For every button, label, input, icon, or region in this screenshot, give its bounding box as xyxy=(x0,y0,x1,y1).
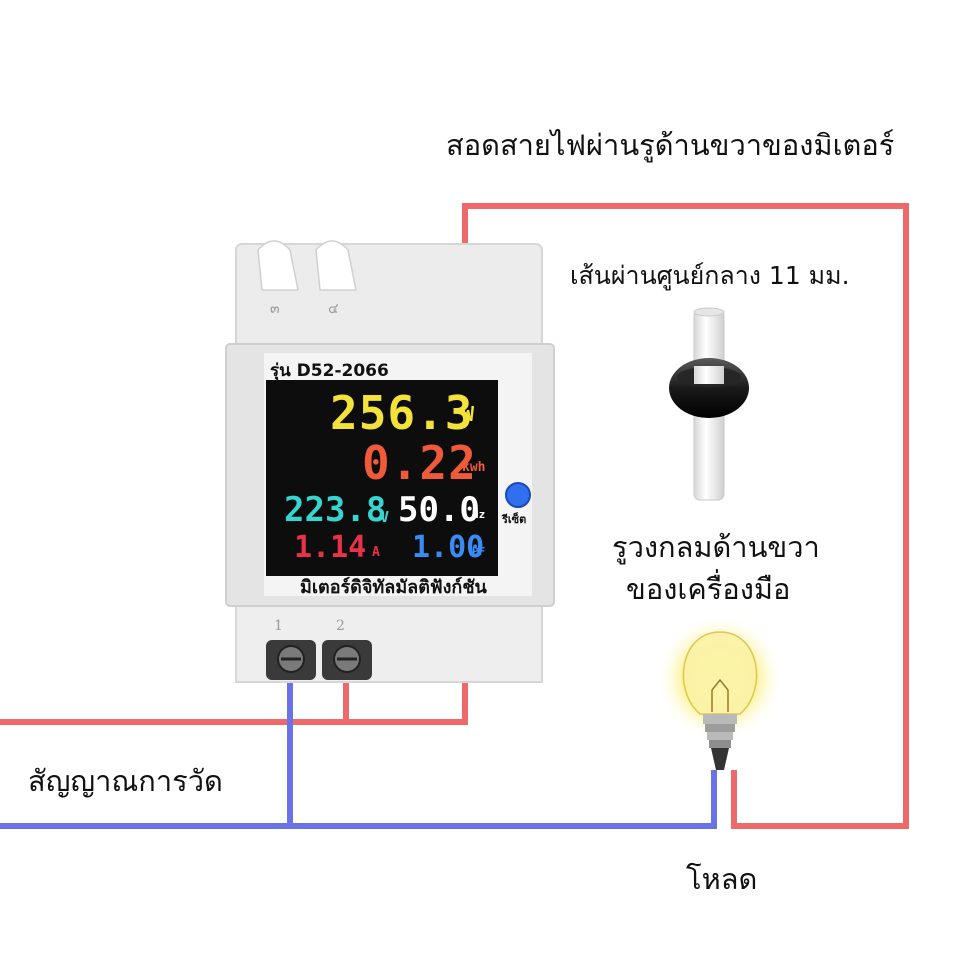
frequency-reading: 50.0 xyxy=(398,490,480,530)
energy-reading: 0.22 xyxy=(362,436,477,490)
instruction-label: สอดสายไฟผ่านรูด้านขวาของมิเตอร์ xyxy=(446,128,895,162)
current-transformer-ring-icon xyxy=(669,307,749,501)
load-label: โหลด xyxy=(686,862,758,896)
diameter-label: เส้นผ่านศูนย์กลาง 11 มม. xyxy=(570,261,850,290)
signal-label: สัญญาณการวัด xyxy=(28,764,223,798)
power-factor-reading: 1.00 xyxy=(412,530,485,565)
voltage-reading: 223.8 xyxy=(284,490,387,530)
terminal-number-2: 2 xyxy=(336,618,345,634)
voltage-unit: V xyxy=(380,508,390,526)
terminal-number-3: ๓ xyxy=(270,301,280,317)
live-wire xyxy=(0,203,909,829)
reset-label: รีเซ็ต xyxy=(502,513,527,526)
light-bulb-icon xyxy=(656,614,784,770)
frequency-unit: Hz xyxy=(472,508,486,521)
current-reading: 1.14 xyxy=(294,530,367,565)
power-unit: W xyxy=(462,402,475,426)
lcd-screen xyxy=(266,380,498,576)
device-name-label: มิเตอร์ดิจิทัลมัลติฟังก์ชัน xyxy=(300,577,487,598)
energy-meter xyxy=(225,240,555,683)
power-factor-unit: PF xyxy=(472,545,486,558)
reset-button-icon xyxy=(505,482,531,508)
terminal-screw-icon xyxy=(266,640,372,680)
hole-label-line2: ของเครื่องมือ xyxy=(626,572,791,606)
current-unit: A xyxy=(372,545,380,560)
terminal-number-1: 1 xyxy=(274,618,283,634)
terminal-number-4: ๔ xyxy=(328,301,339,317)
model-label: รุ่น D52-2066 xyxy=(270,361,389,381)
energy-unit: kwh xyxy=(462,460,486,475)
hole-label-line1: รูวงกลมด้านขวา xyxy=(612,530,820,564)
neutral-wire xyxy=(0,676,717,829)
power-reading: 256.3 xyxy=(330,386,474,440)
